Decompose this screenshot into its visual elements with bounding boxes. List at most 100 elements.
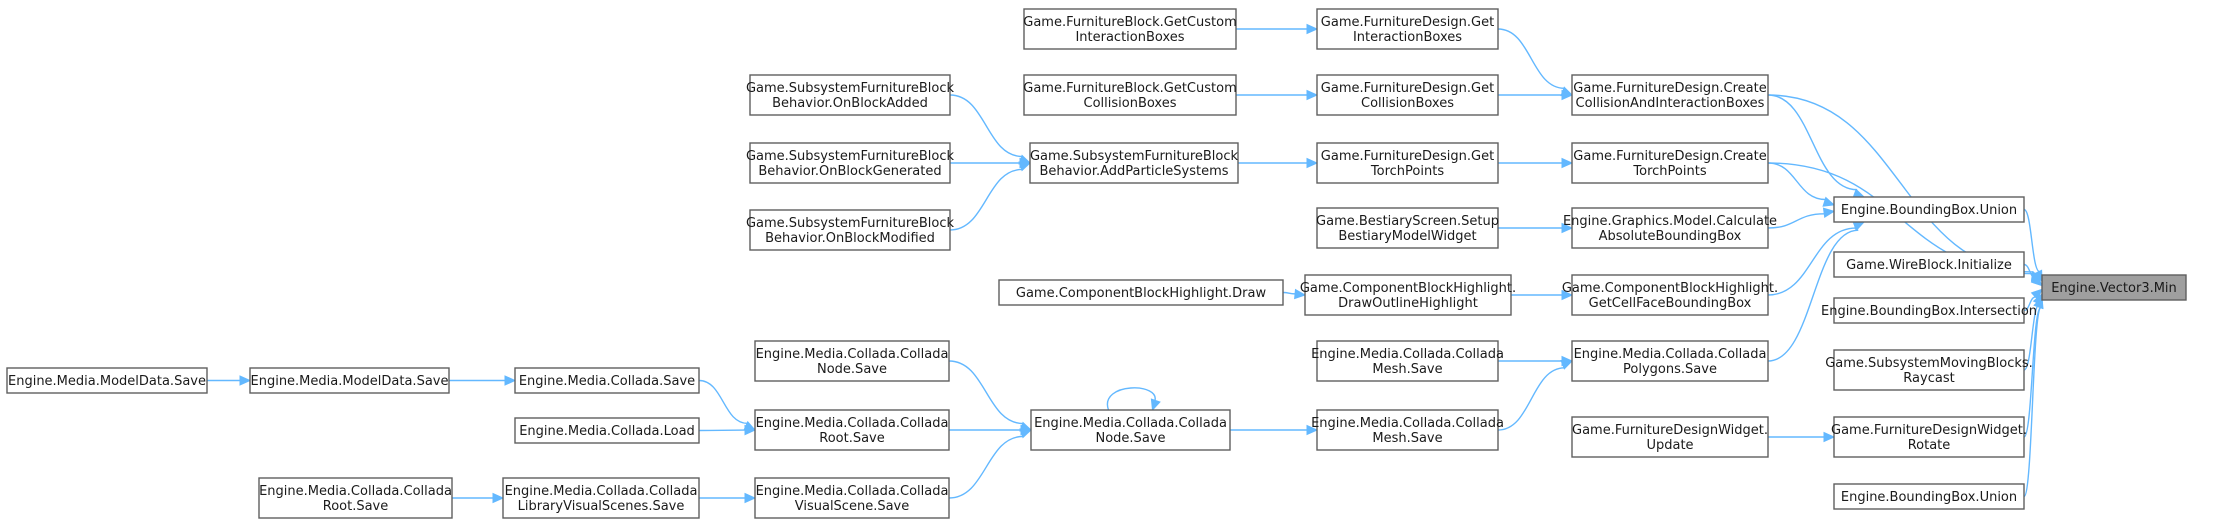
node-box xyxy=(1316,142,1499,184)
node-vec3-min[interactable]: Engine.Vector3.Min xyxy=(2041,274,2187,301)
node-label-line: TorchPoints xyxy=(1370,164,1444,179)
node-label-line: Update xyxy=(1646,438,1693,453)
node-box xyxy=(1316,409,1499,451)
node-sfb-onmodified[interactable]: Game.SubsystemFurnitureBlockBehavior.OnB… xyxy=(746,209,955,251)
node-box xyxy=(1571,142,1769,184)
node-label-line: Game.FurnitureBlock.GetCustom xyxy=(1023,15,1236,30)
edge-arrowhead xyxy=(504,375,517,386)
node-bb-intersection[interactable]: Engine.BoundingBox.Intersection xyxy=(1821,297,2037,324)
edge-arrowhead xyxy=(239,375,252,386)
node-label-line: CollisionBoxes xyxy=(1084,96,1177,111)
node-box xyxy=(1571,340,1769,382)
edge-arrowhead xyxy=(2033,296,2044,310)
node-bb-union-a[interactable]: Engine.BoundingBox.Union xyxy=(1833,196,2025,223)
node-collada-load[interactable]: Engine.Media.Collada.Load xyxy=(514,417,700,444)
node-label-line: GetCellFaceBoundingBox xyxy=(1589,296,1752,311)
edge-collada-node-save-left-to-collada-node-save-center xyxy=(948,360,1033,432)
edge-sfb-onmodified-to-sfb-add-particles xyxy=(949,161,1032,231)
edge-fd-get-interaction-to-fd-create-collision xyxy=(1497,28,1574,97)
edge-arrowhead xyxy=(1019,428,1033,439)
node-cbh-draw[interactable]: Game.ComponentBlockHighlight.Draw xyxy=(998,279,1284,306)
node-label-line: Game.SubsystemMovingBlocks. xyxy=(1825,356,2033,371)
nodes-layer: Engine.Vector3.MinEngine.BoundingBox.Uni… xyxy=(6,8,2187,519)
node-label-line: Engine.Media.Collada.Load xyxy=(519,424,695,439)
node-cbh-getcellface[interactable]: Game.ComponentBlockHighlight.GetCellFace… xyxy=(1562,274,1778,316)
edge-arrowhead xyxy=(1294,288,1307,300)
node-label-line: Engine.Media.Collada.Collada xyxy=(1034,416,1227,431)
edge-arrowhead xyxy=(1306,23,1319,35)
node-moving-raycast[interactable]: Game.SubsystemMovingBlocks.Raycast xyxy=(1825,349,2033,391)
node-box xyxy=(754,409,950,451)
node-fb-get-interaction[interactable]: Game.FurnitureBlock.GetCustomInteraction… xyxy=(1023,8,1237,50)
edge-line xyxy=(1767,94,1858,191)
node-label-line: VisualScene.Save xyxy=(795,499,910,514)
node-collada-save[interactable]: Engine.Media.Collada.Save xyxy=(514,367,700,394)
node-cbh-drawoutline[interactable]: Game.ComponentBlockHighlight.DrawOutline… xyxy=(1300,274,1516,316)
node-modeldata-save-a[interactable]: Engine.Media.ModelData.Save xyxy=(6,367,208,394)
edge-line xyxy=(948,360,1024,425)
node-sfb-onadded[interactable]: Game.SubsystemFurnitureBlockBehavior.OnB… xyxy=(746,74,955,116)
node-collada-visualscene-save[interactable]: Engine.Media.Collada.ColladaVisualScene.… xyxy=(754,477,950,519)
node-sfb-add-particles[interactable]: Game.SubsystemFurnitureBlockBehavior.Add… xyxy=(1029,142,1239,184)
node-box xyxy=(1571,416,1769,458)
edge-line xyxy=(698,379,748,425)
node-label-line: Game.FurnitureDesign.Get xyxy=(1321,81,1494,96)
edge-collada-root-save-mid-to-collada-node-save-center xyxy=(949,424,1033,436)
node-fb-get-collision[interactable]: Game.FurnitureBlock.GetCustomCollisionBo… xyxy=(1023,74,1237,116)
node-label-line: Polygons.Save xyxy=(1623,362,1717,377)
edge-line xyxy=(2023,306,2042,498)
node-label-line: Game.ComponentBlockHighlight.Draw xyxy=(1016,286,1267,301)
edge-line xyxy=(1767,94,2034,273)
node-sfb-ongenerated[interactable]: Game.SubsystemFurnitureBlockBehavior.OnB… xyxy=(746,142,955,184)
node-collada-polygons-save[interactable]: Engine.Media.Collada.ColladaPolygons.Sav… xyxy=(1571,340,1769,382)
edge-collada-load-to-collada-root-save-mid xyxy=(698,424,757,436)
edge-fd-get-collision-to-fd-create-collision xyxy=(1498,89,1574,101)
node-box xyxy=(249,367,450,394)
node-label-line: Engine.BoundingBox.Intersection xyxy=(1821,304,2037,319)
node-collada-libvisual-save[interactable]: Engine.Media.Collada.ColladaLibraryVisua… xyxy=(502,477,700,519)
node-fd-create-collision[interactable]: Game.FurnitureDesign.CreateCollisionAndI… xyxy=(1571,74,1769,116)
node-box xyxy=(1023,8,1237,50)
node-box xyxy=(749,142,951,184)
node-label-line: Root.Save xyxy=(819,431,885,446)
edge-arrowhead xyxy=(744,492,757,504)
node-label-line: Game.FurnitureDesign.Get xyxy=(1321,15,1494,30)
node-box xyxy=(749,74,951,116)
node-label-line: Behavior.AddParticleSystems xyxy=(1039,164,1228,179)
node-fdw-rotate[interactable]: Game.FurnitureDesignWidget.Rotate xyxy=(1831,416,2027,458)
node-label-line: Game.SubsystemFurnitureBlock xyxy=(746,216,955,231)
node-label-line: Game.BestiaryScreen.Setup xyxy=(1316,214,1499,229)
node-box xyxy=(754,340,950,382)
node-label-line: Game.WireBlock.Initialize xyxy=(1846,258,2012,273)
node-fdw-update[interactable]: Game.FurnitureDesignWidget.Update xyxy=(1571,416,1769,458)
node-box xyxy=(2041,274,2187,301)
node-label-line: InteractionBoxes xyxy=(1075,30,1184,45)
edge-line xyxy=(1767,213,1825,229)
node-bb-union-b[interactable]: Engine.BoundingBox.Union xyxy=(1833,483,2025,510)
node-model-calc-abs[interactable]: Engine.Graphics.Model.CalculateAbsoluteB… xyxy=(1563,207,1777,249)
node-box xyxy=(1030,409,1231,451)
node-bestiary-setup[interactable]: Game.BestiaryScreen.SetupBestiaryModelWi… xyxy=(1316,207,1499,249)
edge-arrowhead xyxy=(1150,398,1161,412)
node-label-line: Behavior.OnBlockModified xyxy=(765,231,935,246)
edge-line xyxy=(1767,229,1859,362)
node-modeldata-save-b[interactable]: Engine.Media.ModelData.Save xyxy=(249,367,450,394)
node-label-line: Engine.Media.Collada.Collada xyxy=(1311,347,1504,362)
node-label-line: Node.Save xyxy=(1096,431,1166,446)
node-label-line: Root.Save xyxy=(323,499,389,514)
node-label-line: Engine.Media.Collada.Collada xyxy=(1574,347,1767,362)
node-label-line: Game.FurnitureDesign.Get xyxy=(1321,149,1494,164)
node-label-line: LibraryVisualScenes.Save xyxy=(518,499,685,514)
node-wireblock-init[interactable]: Game.WireBlock.Initialize xyxy=(1833,251,2025,278)
